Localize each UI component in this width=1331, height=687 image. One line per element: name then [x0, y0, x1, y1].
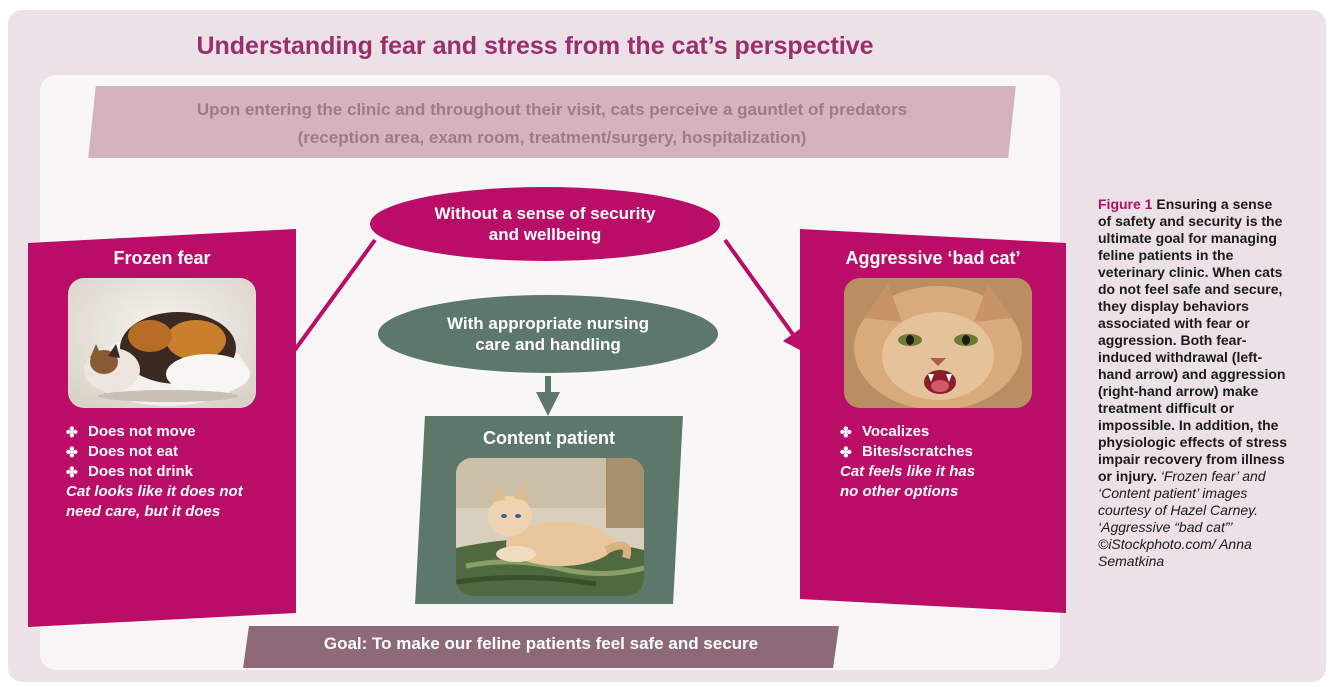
list-item: ✤Does not move: [66, 423, 196, 440]
caption-label: Figure 1: [1098, 196, 1153, 212]
list-item: ✤Bites/scratches: [840, 443, 973, 460]
bullet-icon: ✤: [840, 424, 852, 440]
list-item: ✤Does not drink: [66, 463, 194, 480]
bullet-icon: ✤: [840, 444, 852, 460]
aggressive-cat-note-1: Cat feels like it has: [840, 463, 976, 480]
list-item: ✤Does not eat: [66, 443, 179, 460]
banner-line-2: (reception area, exam room, treatment/su…: [297, 128, 807, 147]
content-patient-title: Content patient: [483, 428, 615, 448]
aggressive-cat-panel: Aggressive ‘bad cat’ ✤Vocalizes ✤Bites/s…: [800, 229, 1066, 613]
frozen-fear-title: Frozen fear: [113, 248, 211, 268]
aggressive-cat-note-2: no other options: [840, 483, 959, 500]
aggressive-cat-title: Aggressive ‘bad cat’: [845, 248, 1021, 268]
frozen-fear-note-2: need care, but it does: [66, 503, 221, 520]
content-patient-panel: Content patient: [415, 416, 683, 604]
bullet-icon: ✤: [66, 424, 78, 440]
right-arrow: [723, 238, 807, 354]
figure-title: Understanding fear and stress from the c…: [196, 32, 874, 60]
list-item: ✤Vocalizes: [840, 423, 930, 440]
aggressive-cat-list: ✤Vocalizes ✤Bites/scratches Cat feels li…: [840, 422, 975, 502]
caption-credit: ‘Frozen fear’ and ‘Content patient’ imag…: [1098, 468, 1266, 569]
bullet-icon: ✤: [66, 464, 78, 480]
content-patient-cat-photo: [456, 458, 644, 596]
figure-caption: Figure 1 Ensuring a sense of safety and …: [1098, 196, 1288, 570]
with-line-2: care and handling: [475, 335, 621, 354]
aggressive-cat-photo: [844, 278, 1032, 408]
frozen-fear-cat-photo: [68, 278, 256, 408]
banner-line-1: Upon entering the clinic and throughout …: [196, 100, 908, 119]
caption-body: Ensuring a sense of safety and security …: [1098, 196, 1288, 484]
goal-text: Goal: To make our feline patients feel s…: [323, 634, 759, 653]
bullet-icon: ✤: [66, 444, 78, 460]
clinic-banner-text: Upon entering the clinic and throughout …: [92, 96, 1012, 152]
frozen-fear-panel: Frozen fear ✤Does not move ✤Does not eat: [28, 228, 296, 628]
with-care-oval: With appropriate nursing care and handli…: [378, 295, 718, 373]
without-line-1: Without a sense of security: [434, 204, 656, 223]
without-security-oval: Without a sense of security and wellbein…: [370, 187, 720, 261]
with-line-1: With appropriate nursing: [447, 314, 649, 333]
without-line-2: and wellbeing: [488, 225, 602, 244]
frozen-fear-note-1: Cat looks like it does not: [66, 483, 243, 500]
frozen-fear-list: ✤Does not move ✤Does not eat ✤Does not d…: [66, 422, 243, 522]
